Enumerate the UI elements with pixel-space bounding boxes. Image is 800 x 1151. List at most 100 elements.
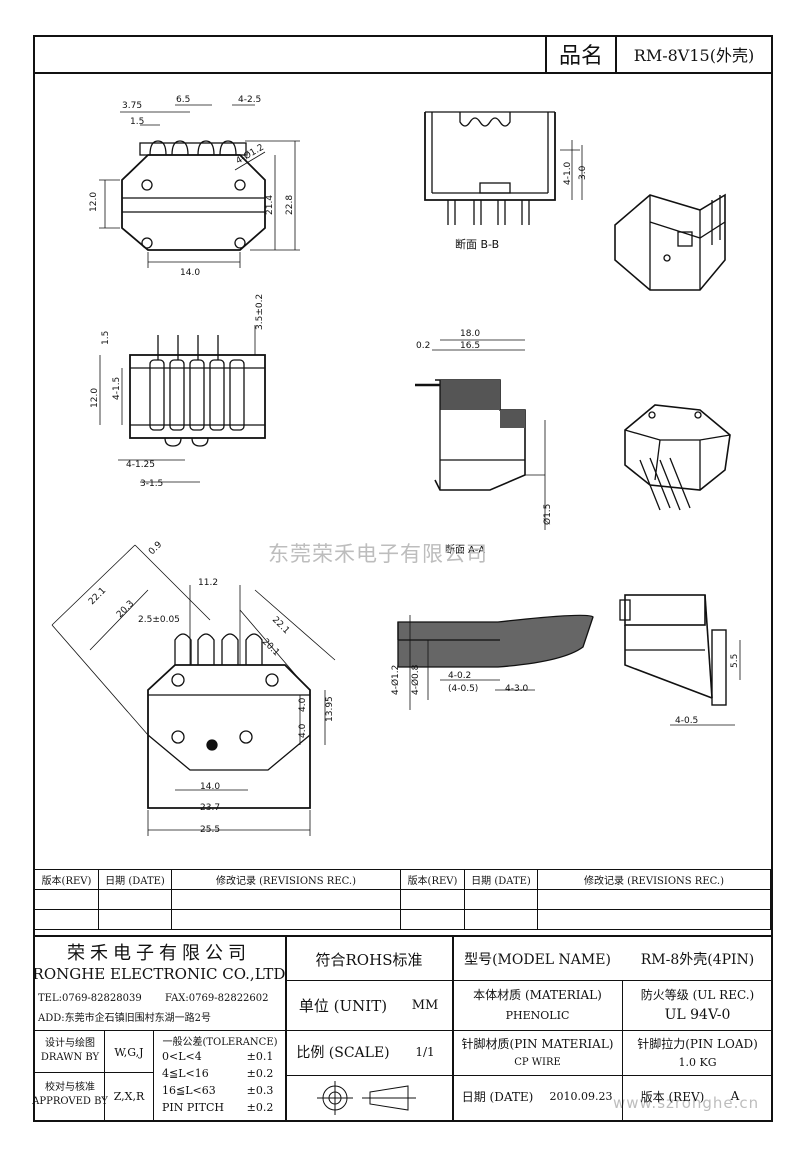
dim-bot-2-5: 2.5±0.05 [138,615,180,625]
tolerance-value: ±0.1 [246,1049,274,1063]
dim-pin-4-3-0: 4-3.0 [505,684,529,694]
tolerance-range: 4≦L<16 [162,1066,209,1080]
dim-top-3-75: 3.75 [122,101,142,111]
dim-side-4-1-25: 4-1.25 [126,460,155,470]
bottom-view [51,544,336,836]
pin-load-label: 针脚拉力(PIN LOAD) [637,1036,758,1051]
drawn-value: W,G,J [114,1045,144,1059]
tb-line [622,980,623,1075]
tb-line [622,1075,623,1122]
dim-bb-4-1-0: 4-1.0 [563,161,573,185]
part-name-value: RM-8V15(外壳) [633,46,755,65]
tb-line [33,1030,285,1031]
date-col-header: 日期 (DATE) [98,869,172,890]
rev-col-header: 版本(REV) [34,869,99,890]
material-label: 本体材质 (MATERIAL) [473,987,602,1002]
company-tel: TEL:0769-82828039 [38,992,142,1004]
date-value: 2010.09.23 [549,1089,613,1103]
dim-top-6-5: 6.5 [176,95,190,105]
label-section-a-a: 断面 A-A [445,543,485,556]
dim-aa-dia-1-5: Ø1.5 [542,504,553,525]
tb-line [285,980,773,981]
tolerance-value: ±0.3 [246,1083,274,1097]
company-name-en: RONGHE ELECTRONIC CO.,LTD [32,965,286,983]
pin-load-value: 1.0 KG [678,1055,717,1069]
dim-top-4-2-5: 4-2.5 [238,95,261,105]
side-detail-view [619,594,741,726]
scale-value: 1/1 [415,1045,435,1059]
date-col-header-2: 日期 (DATE) [464,869,538,890]
dim-bot-22-1-left: 22.1 [87,586,108,607]
dim-bot-22-1-right: 22.1 [270,615,291,636]
drawn-label-en: DRAWN BY [40,1052,100,1063]
date-label: 日期 (DATE) [461,1089,534,1104]
dim-top-1-5: 1.5 [130,117,144,127]
unit-label: 单位 (UNIT) [298,996,388,1015]
dim-side-1-5: 1.5 [101,331,111,345]
watermark-company: 东莞荣禾电子有限公司 [268,542,488,566]
title-block-top [33,935,773,937]
isometric-view-middle [624,404,731,511]
top-view [99,104,300,268]
rec-col-header-2: 修改记录 (REVISIONS REC.) [537,869,771,890]
tb-line [33,1072,153,1073]
title-block-split [285,935,287,1122]
dim-pin-4-0-2: 4-0.2 [448,671,471,681]
dim-bot-11-2: 11.2 [198,578,218,588]
dim-bot-4-0-b: 4.0 [298,723,308,738]
title-block-split-2 [452,935,454,1122]
revision-row [34,889,771,910]
dim-bot-4-0-a: 4.0 [298,697,308,712]
dim-side-12-0: 12.0 [90,388,100,408]
pin-material-value: CP WIRE [514,1056,561,1068]
pin-material-label: 针脚材质(PIN MATERIAL) [461,1036,614,1051]
tolerance-title: 一般公差(TOLERANCE) [162,1036,278,1048]
projection-cone [369,1085,409,1111]
header-divider-v1 [545,35,547,73]
ul-value: UL 94V-0 [664,1007,731,1023]
company-name-cn: 荣禾电子有限公司 [67,943,251,964]
revision-row [34,909,771,930]
pin-detail-view [397,614,594,710]
dim-top-21-4: 21.4 [265,195,275,215]
dim-side-4-1-5: 4-1.5 [112,377,122,400]
section-b-b-view [424,111,583,225]
rev-col-header-2: 版本(REV) [400,869,465,890]
tb-line [285,1030,773,1031]
tb-line [285,1075,773,1076]
dim-top-22-8: 22.8 [285,195,295,215]
dim-pin-4-0-5: (4-0.5) [448,684,478,694]
approved-label-en: APPROVED BY [32,1096,108,1107]
section-a-a-view [415,339,546,530]
company-address: ADD:东莞市企石镇旧围村东湖一路2号 [38,1012,211,1024]
tolerance-range: 0<L<4 [162,1049,202,1063]
rohs-compliance: 符合ROHS标准 [315,950,423,969]
ul-label: 防火等级 (UL REC.) [640,987,755,1002]
header-divider [33,72,773,74]
approved-label-cn: 校对与核准 [45,1082,95,1093]
label-section-b-b: 断面 B-B [455,237,499,251]
tb-line [104,1030,105,1122]
dim-side-3-5: 3.5±0.2 [255,294,265,330]
dim-top-12-0: 12.0 [89,192,99,212]
dim-bb-3-0: 3.0 [578,165,588,180]
dim-bot-14-0: 14.0 [200,782,220,792]
projection-symbol [317,1081,416,1115]
rec-col-header: 修改记录 (REVISIONS REC.) [171,869,401,890]
dim-sd-5-5: 5.5 [730,654,740,668]
part-name-label: 品名 [558,44,603,69]
material-value: PHENOLIC [505,1008,570,1022]
tolerance-range: PIN PITCH [162,1100,224,1114]
drawn-label-cn: 设计与绘图 [45,1038,95,1049]
revision-header-row: 版本(REV) 日期 (DATE) 修改记录 (REVISIONS REC.) … [34,869,771,890]
tolerance-value: ±0.2 [246,1066,274,1080]
tb-line [153,1030,154,1122]
drawing-area: 3.75 1.5 6.5 4-2.5 4-Ø1.2 12.0 21.4 22.8… [51,95,741,836]
dim-bot-20-3: 20.3 [115,599,136,620]
rev-value: A [730,1089,740,1103]
dim-sd-4-0-5: 4-0.5 [675,716,698,726]
approved-value: Z,X,R [113,1089,145,1103]
dim-bot-0-9: 0.9 [147,540,164,557]
dim-aa-0-2: 0.2 [416,341,430,351]
revision-table: 版本(REV) 日期 (DATE) 修改记录 (REVISIONS REC.) … [34,869,771,930]
